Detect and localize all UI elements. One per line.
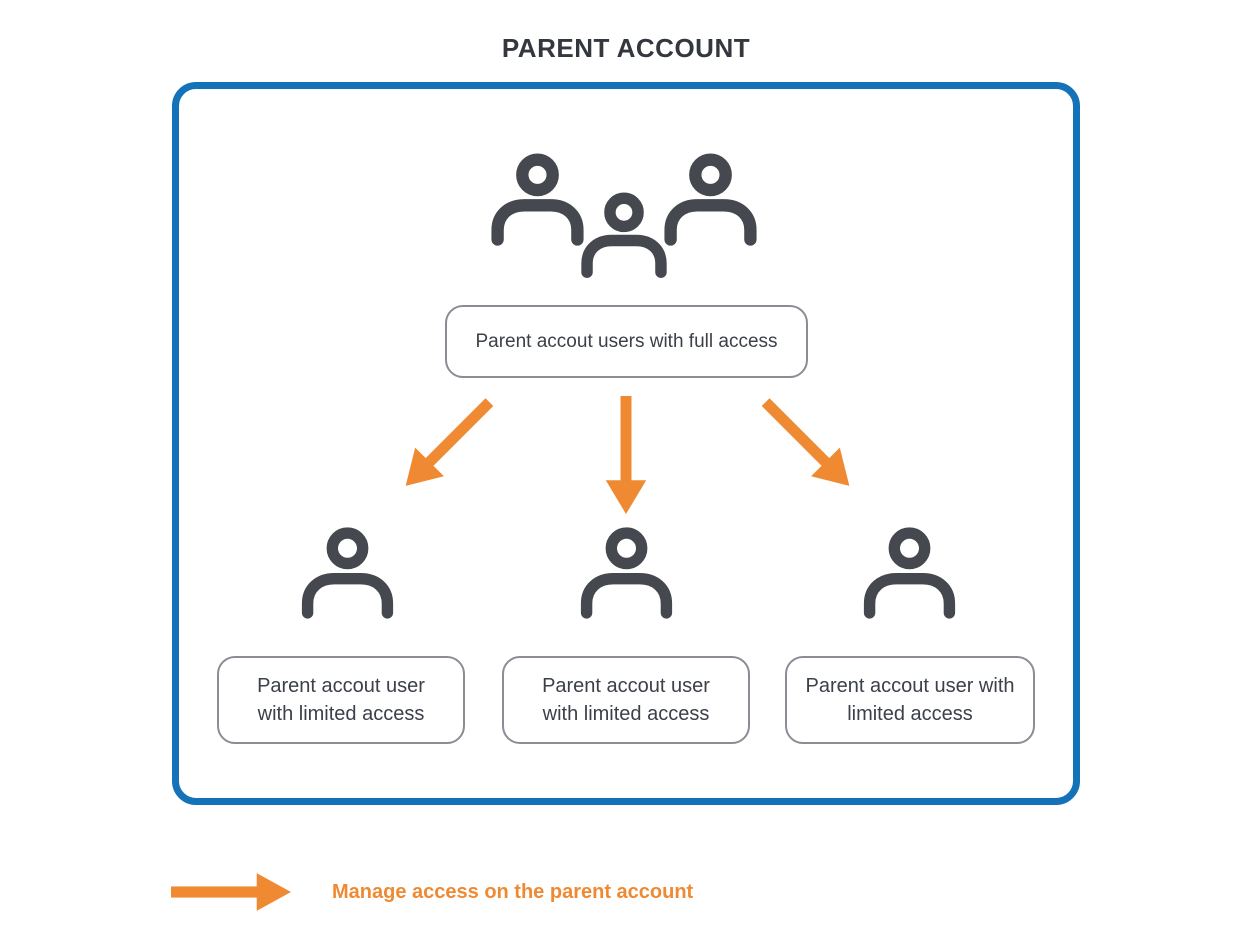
- arrow-down-right-icon: [747, 384, 868, 505]
- limited-access-label-box: Parent accout user with limited access: [502, 656, 750, 744]
- legend-label: Manage access on the parent account: [332, 880, 694, 903]
- full-access-label-box: Parent accout users with full access: [445, 305, 808, 378]
- parent-account-box: Parent accout users with full access: [172, 82, 1080, 805]
- arrow-down-left-icon: [387, 384, 508, 505]
- user-icon: [863, 527, 956, 619]
- limited-access-label: Parent accout user with limited access: [805, 675, 1015, 725]
- legend-arrow-right-icon: [171, 872, 291, 912]
- group-users-icon: [490, 151, 758, 281]
- user-icon: [580, 527, 673, 619]
- page-title: PARENT ACCOUNT: [501, 33, 751, 63]
- limited-access-label: Parent accout user with limited access: [257, 675, 425, 725]
- limited-access-label: Parent accout user with limited access: [542, 675, 710, 725]
- arrow-down-icon: [604, 396, 648, 514]
- user-icon: [301, 527, 394, 619]
- limited-access-label-box: Parent accout user with limited access: [217, 656, 465, 744]
- full-access-label: Parent accout users with full access: [475, 330, 778, 352]
- legend: Manage access on the parent account: [171, 868, 693, 916]
- limited-access-label-box: Parent accout user with limited access: [785, 656, 1035, 744]
